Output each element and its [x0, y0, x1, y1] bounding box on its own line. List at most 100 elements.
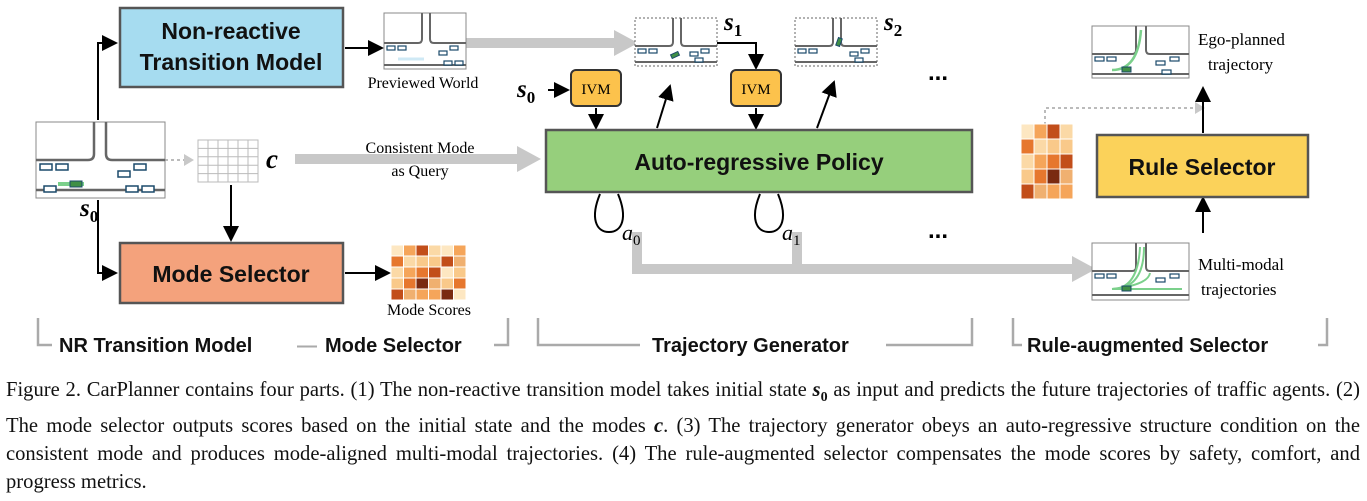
math-s2: s2: [883, 9, 902, 40]
heatmap-cell: [428, 277, 442, 290]
mode-selector-box: Mode Selector: [118, 241, 345, 305]
heatmap-cell: [403, 255, 417, 268]
section-mode-selector: Mode Selector: [325, 335, 462, 357]
scene-s2: [794, 17, 878, 67]
heatmap-cell: [415, 288, 429, 301]
label-consistent-mode-1: Consistent Mode: [366, 140, 475, 157]
label-multi-modal-2: trajectories: [1201, 280, 1277, 299]
heatmap-cell: [428, 244, 442, 257]
math-a0: a0: [622, 220, 641, 249]
scene-s1: [634, 17, 718, 67]
scene-multi-modal: [1091, 242, 1190, 301]
section-nr-transition: NR Transition Model: [59, 335, 252, 357]
heatmap-cell: [415, 244, 429, 257]
carplanner-diagram: Non-reactive Transition Model Mode Selec…: [35, 6, 1329, 357]
heatmap-cell: [415, 277, 429, 290]
svg-text:IVM: IVM: [741, 82, 770, 98]
rule-selector-box: Rule Selector: [1095, 133, 1310, 199]
heatmap-cell: [1059, 183, 1074, 200]
heatmap-cell: [390, 288, 404, 301]
nr-box-line1: Non-reactive: [161, 18, 300, 44]
heatmap-cell: [428, 255, 442, 268]
ellipsis-top: ...: [928, 59, 948, 86]
heatmap-cell: [390, 255, 404, 268]
scene-previewed-world: [383, 12, 467, 70]
heatmap-cell: [1020, 153, 1035, 170]
heatmap-cell: [1033, 183, 1048, 200]
heatmap-cell: [428, 288, 442, 301]
heatmap-cell: [440, 244, 454, 257]
ivm-box-2: IVM: [730, 69, 782, 107]
label-mode-scores: Mode Scores: [387, 302, 471, 319]
mode-selector-label: Mode Selector: [152, 261, 309, 287]
heatmap-cell: [453, 255, 467, 268]
label-ego-planned-2: trajectory: [1208, 55, 1274, 74]
rule-selector-label: Rule Selector: [1129, 154, 1276, 180]
label-ego-planned-1: Ego-planned: [1198, 30, 1285, 49]
heatmap-cell: [428, 266, 442, 279]
nr-box-line2: Transition Model: [140, 49, 323, 75]
heatmap-cell: [1046, 123, 1061, 140]
label-previewed-world: Previewed World: [368, 75, 479, 92]
caption-t2: as input and predicts the future traject…: [6, 379, 1360, 438]
nr-transition-model-box: Non-reactive Transition Model: [118, 6, 345, 89]
rule-scores-heatmap: [1020, 123, 1074, 200]
heatmap-cell: [1059, 123, 1074, 140]
policy-label: Auto-regressive Policy: [634, 149, 883, 175]
heatmap-cell: [390, 277, 404, 290]
heatmap-cell: [1033, 138, 1048, 155]
autoregressive-policy-box: Auto-regressive Policy: [544, 128, 974, 194]
math-s0-main: s0: [79, 195, 98, 226]
dotted-connector-ego: [1044, 102, 1205, 125]
heatmap-cell: [1046, 183, 1061, 200]
ellipsis-bottom: ...: [928, 217, 948, 244]
caption-t1: CarPlanner contains four parts. (1) The …: [86, 379, 807, 401]
heatmap-cell: [453, 244, 467, 257]
section-brackets: [36, 318, 1329, 347]
heatmap-cell: [1033, 123, 1048, 140]
heatmap-cell: [1059, 138, 1074, 155]
scene-initial-state: [35, 121, 166, 199]
caption-math-c: c: [654, 415, 664, 438]
ivm-box-1: IVM: [570, 69, 622, 107]
heatmap-cell: [1046, 138, 1061, 155]
heatmap-cell: [440, 266, 454, 279]
heatmap-cell: [403, 266, 417, 279]
label-multi-modal-1: Multi-modal: [1198, 255, 1284, 274]
heatmap-cell: [390, 244, 404, 257]
heatmap-cell: [1046, 153, 1061, 170]
heatmap-cell: [453, 277, 467, 290]
heatmap-cell: [403, 277, 417, 290]
gray-flow-arrows: [295, 30, 1096, 282]
label-consistent-mode-2: as Query: [391, 163, 448, 180]
math-a1: a1: [782, 220, 801, 249]
heatmap-cell: [440, 277, 454, 290]
mode-scores-heatmap: [390, 244, 467, 301]
math-c: c: [266, 144, 278, 174]
figure-caption: Figure 2. CarPlanner contains four parts…: [6, 376, 1360, 496]
heatmap-cell: [1020, 183, 1035, 200]
heatmap-cell: [1046, 168, 1061, 185]
heatmap-cell: [453, 288, 467, 301]
heatmap-cell: [415, 255, 429, 268]
heatmap-cell: [453, 266, 467, 279]
caption-math-s0: s0: [812, 379, 828, 406]
heatmap-cell: [1059, 153, 1074, 170]
math-s0-ivm: s0: [516, 76, 535, 107]
heatmap-cell: [1033, 153, 1048, 170]
heatmap-cell: [403, 288, 417, 301]
section-rule-augmented: Rule-augmented Selector: [1027, 335, 1268, 357]
caption-t3: . (3) The trajectory generator obeys an …: [6, 415, 1360, 494]
black-arrows: [97, 35, 1211, 281]
heatmap-cell: [390, 266, 404, 279]
mode-query-grid: [197, 139, 259, 183]
heatmap-cell: [1033, 168, 1048, 185]
heatmap-cell: [440, 255, 454, 268]
math-s1: s1: [723, 9, 742, 40]
heatmap-cell: [1020, 123, 1035, 140]
heatmap-cell: [440, 288, 454, 301]
heatmap-cell: [1020, 138, 1035, 155]
section-trajectory-generator: Trajectory Generator: [652, 335, 849, 357]
heatmap-cell: [1059, 168, 1074, 185]
heatmap-cell: [1020, 168, 1035, 185]
